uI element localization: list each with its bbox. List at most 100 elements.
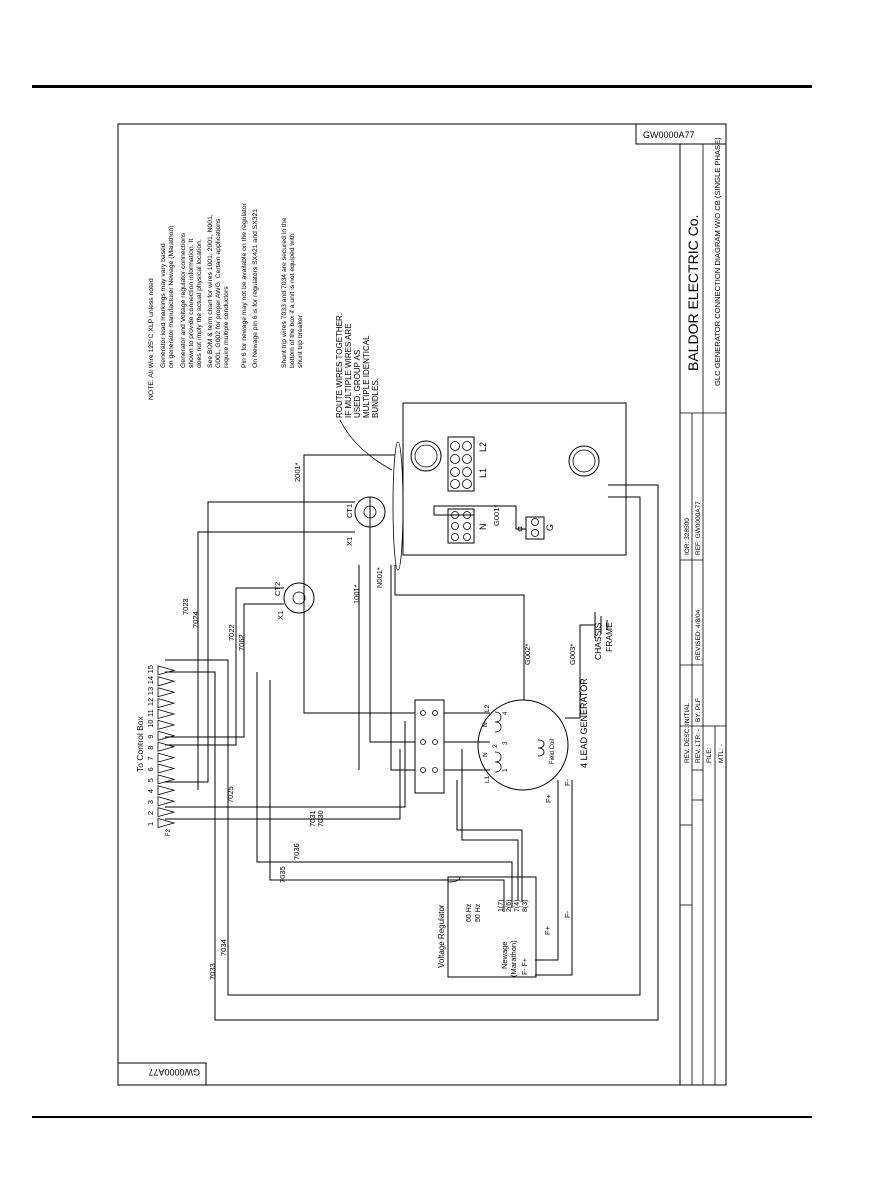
regulator-pin-7: 7(4) — [514, 900, 521, 912]
chassis-label: CHASSIS — [593, 622, 603, 660]
gen-lead-l1: L1 — [484, 775, 491, 783]
wire-g002: G001* — [492, 505, 501, 526]
ref: REF: GW0000A77 — [695, 501, 702, 555]
terminal-number-9: 9 — [146, 735, 155, 739]
regulator-wire-fminus: F- — [563, 910, 572, 918]
by: BY: PLF — [695, 698, 702, 722]
terminal-number-3: 3 — [146, 800, 155, 804]
generator-label: 4 LEAD GENERATOR — [579, 678, 589, 768]
terminal-3 — [157, 796, 176, 807]
route-line-1: IF MULTIPLE WIRES ARE — [344, 323, 353, 418]
terminal-number-13: 13 — [146, 687, 155, 695]
terminal-1 — [157, 817, 176, 829]
wire-7062: 7062 — [237, 634, 246, 651]
terminal-15 — [157, 665, 176, 676]
terminal-number-5: 5 — [146, 778, 155, 782]
note-line-13: shunt trip breaker — [297, 314, 304, 368]
note-line-6: See BOM & term chart for wires 1001, 200… — [207, 214, 214, 368]
terminal-14 — [157, 676, 176, 687]
ct2: CT2 X1 — [273, 582, 315, 620]
note-line-0: NOTE: All Wire 125°C XLP unless noted — [147, 278, 155, 400]
notes: NOTE: All Wire 125°C XLP unless noted Ge… — [147, 203, 304, 400]
terminal-number-2: 2 — [146, 811, 155, 815]
field-coil-label: Field Coil — [550, 739, 556, 764]
terminal-13 — [157, 687, 176, 698]
gen-f-plus: F+ — [544, 793, 553, 803]
wiring — [165, 454, 659, 1021]
lug-l2: L2 — [478, 442, 488, 452]
terminal-2 — [157, 807, 176, 818]
revised: REVISED: 4/8/04 — [695, 609, 702, 660]
regulator-hz-60: 60 Hz — [466, 903, 473, 922]
neutral-block — [447, 508, 475, 544]
wire-7035: 7035 — [278, 866, 287, 883]
gen-lead-4: 4 — [502, 711, 509, 715]
gen-lead-2: 2 — [492, 744, 499, 748]
enclosure — [402, 402, 627, 556]
title-block: BALDOR ELECTRIC Co. GLC GENERATOR CONNEC… — [679, 137, 727, 1086]
regulator-make: Newage — [500, 941, 509, 969]
bottom-rule — [32, 1116, 812, 1118]
drawing-title: GLC GENERATOR CONNECTION DIAGRAM W/O CB … — [713, 137, 722, 386]
mtl: MTL: - — [718, 744, 725, 763]
gen-lead-3: 3 — [502, 741, 509, 745]
drawing-number-rotated: GW0000A77 — [148, 1067, 200, 1077]
wire-g001: G002* — [523, 644, 532, 665]
file: FILE: — [706, 747, 713, 763]
wire-g003: G003* — [568, 644, 577, 665]
ct2-x1: X1 — [276, 611, 285, 620]
drawing-number: GW0000A77 — [643, 130, 695, 140]
terminal-number-7: 7 — [146, 756, 155, 760]
terminal-number-10: 10 — [146, 720, 155, 728]
gen-terminal-block — [414, 699, 445, 794]
wire-7024: 7024 — [191, 611, 200, 628]
frame-label: FRAME — [604, 622, 614, 652]
regulator-title: Voltage Regulator — [437, 904, 446, 968]
terminal-number-15: 15 — [146, 665, 155, 673]
regulator-pin-8: 8(3) — [522, 900, 529, 912]
note-line-7: G001, G002 for proper AWG. Certain appli… — [215, 218, 222, 368]
gen-lead-n2: N — [482, 752, 489, 757]
route-line-3: MULTIPLE IDENTICAL — [362, 335, 371, 418]
note-line-4: shown to provide connection information.… — [188, 239, 195, 368]
rev-desc: REV. DESC: INITIAL — [684, 703, 691, 763]
wire-1001: 1001* — [352, 584, 361, 604]
note-line-10: On Newage pin 6 is for regulators SX421 … — [252, 209, 259, 368]
ct1: CT1 X1 — [345, 496, 386, 546]
gen-lead-l2: L2 — [484, 704, 491, 712]
terminal-number-1: 1 — [146, 822, 155, 826]
route-line-0: ROUTE WIRES TOGETHER. — [335, 313, 344, 418]
company-name: BALDOR ELECTRIC Co. — [685, 215, 701, 371]
note-line-1: Generator lead markings may vary based — [160, 243, 167, 368]
ct1-x1: X1 — [345, 537, 354, 546]
terminal-11 — [157, 708, 176, 720]
regulator-wire-fplus: F+ — [543, 925, 552, 935]
terminal-12 — [157, 698, 176, 709]
voltage-regulator: Voltage Regulator 60 Hz 50 Hz 1(7) 2(6) … — [437, 876, 572, 978]
note-line-2: on generator manufacturer Newage (Marath… — [168, 226, 175, 368]
strip-label: F2 — [166, 828, 172, 836]
ior: IOR: 328500 — [684, 518, 691, 555]
terminal-9 — [157, 730, 176, 741]
wire-7033: 7033 — [208, 963, 217, 980]
note-line-8: require multiple conductors — [223, 286, 230, 368]
wire-7034: 7034 — [219, 939, 228, 956]
control-box-label: To Control Box — [135, 716, 145, 772]
terminal-8 — [157, 741, 176, 752]
rev-ltr: REV. LTR: - — [695, 729, 702, 763]
top-rule — [32, 85, 812, 88]
knockout-bottom — [568, 445, 600, 477]
route-line-4: BUNDLES. — [371, 378, 380, 418]
generator: Field Coil L2 N N L1 4 3 2 1 4 LEAD GENE… — [477, 678, 589, 803]
wire-7022: 7022 — [227, 624, 236, 641]
route-note: ROUTE WIRES TOGETHER. IF MULTIPLE WIRES … — [335, 313, 404, 571]
terminal-4 — [157, 785, 176, 796]
note-line-5: does not imply the actual physical locat… — [196, 239, 203, 368]
wire-n001: N001* — [375, 567, 384, 588]
ct2-label: CT2 — [273, 582, 282, 596]
route-line-2: USED, GROUP AS — [353, 350, 362, 418]
regulator-make-sub: (Marathon) — [509, 940, 518, 977]
regulator-pin-2: 2(6) — [506, 900, 513, 912]
